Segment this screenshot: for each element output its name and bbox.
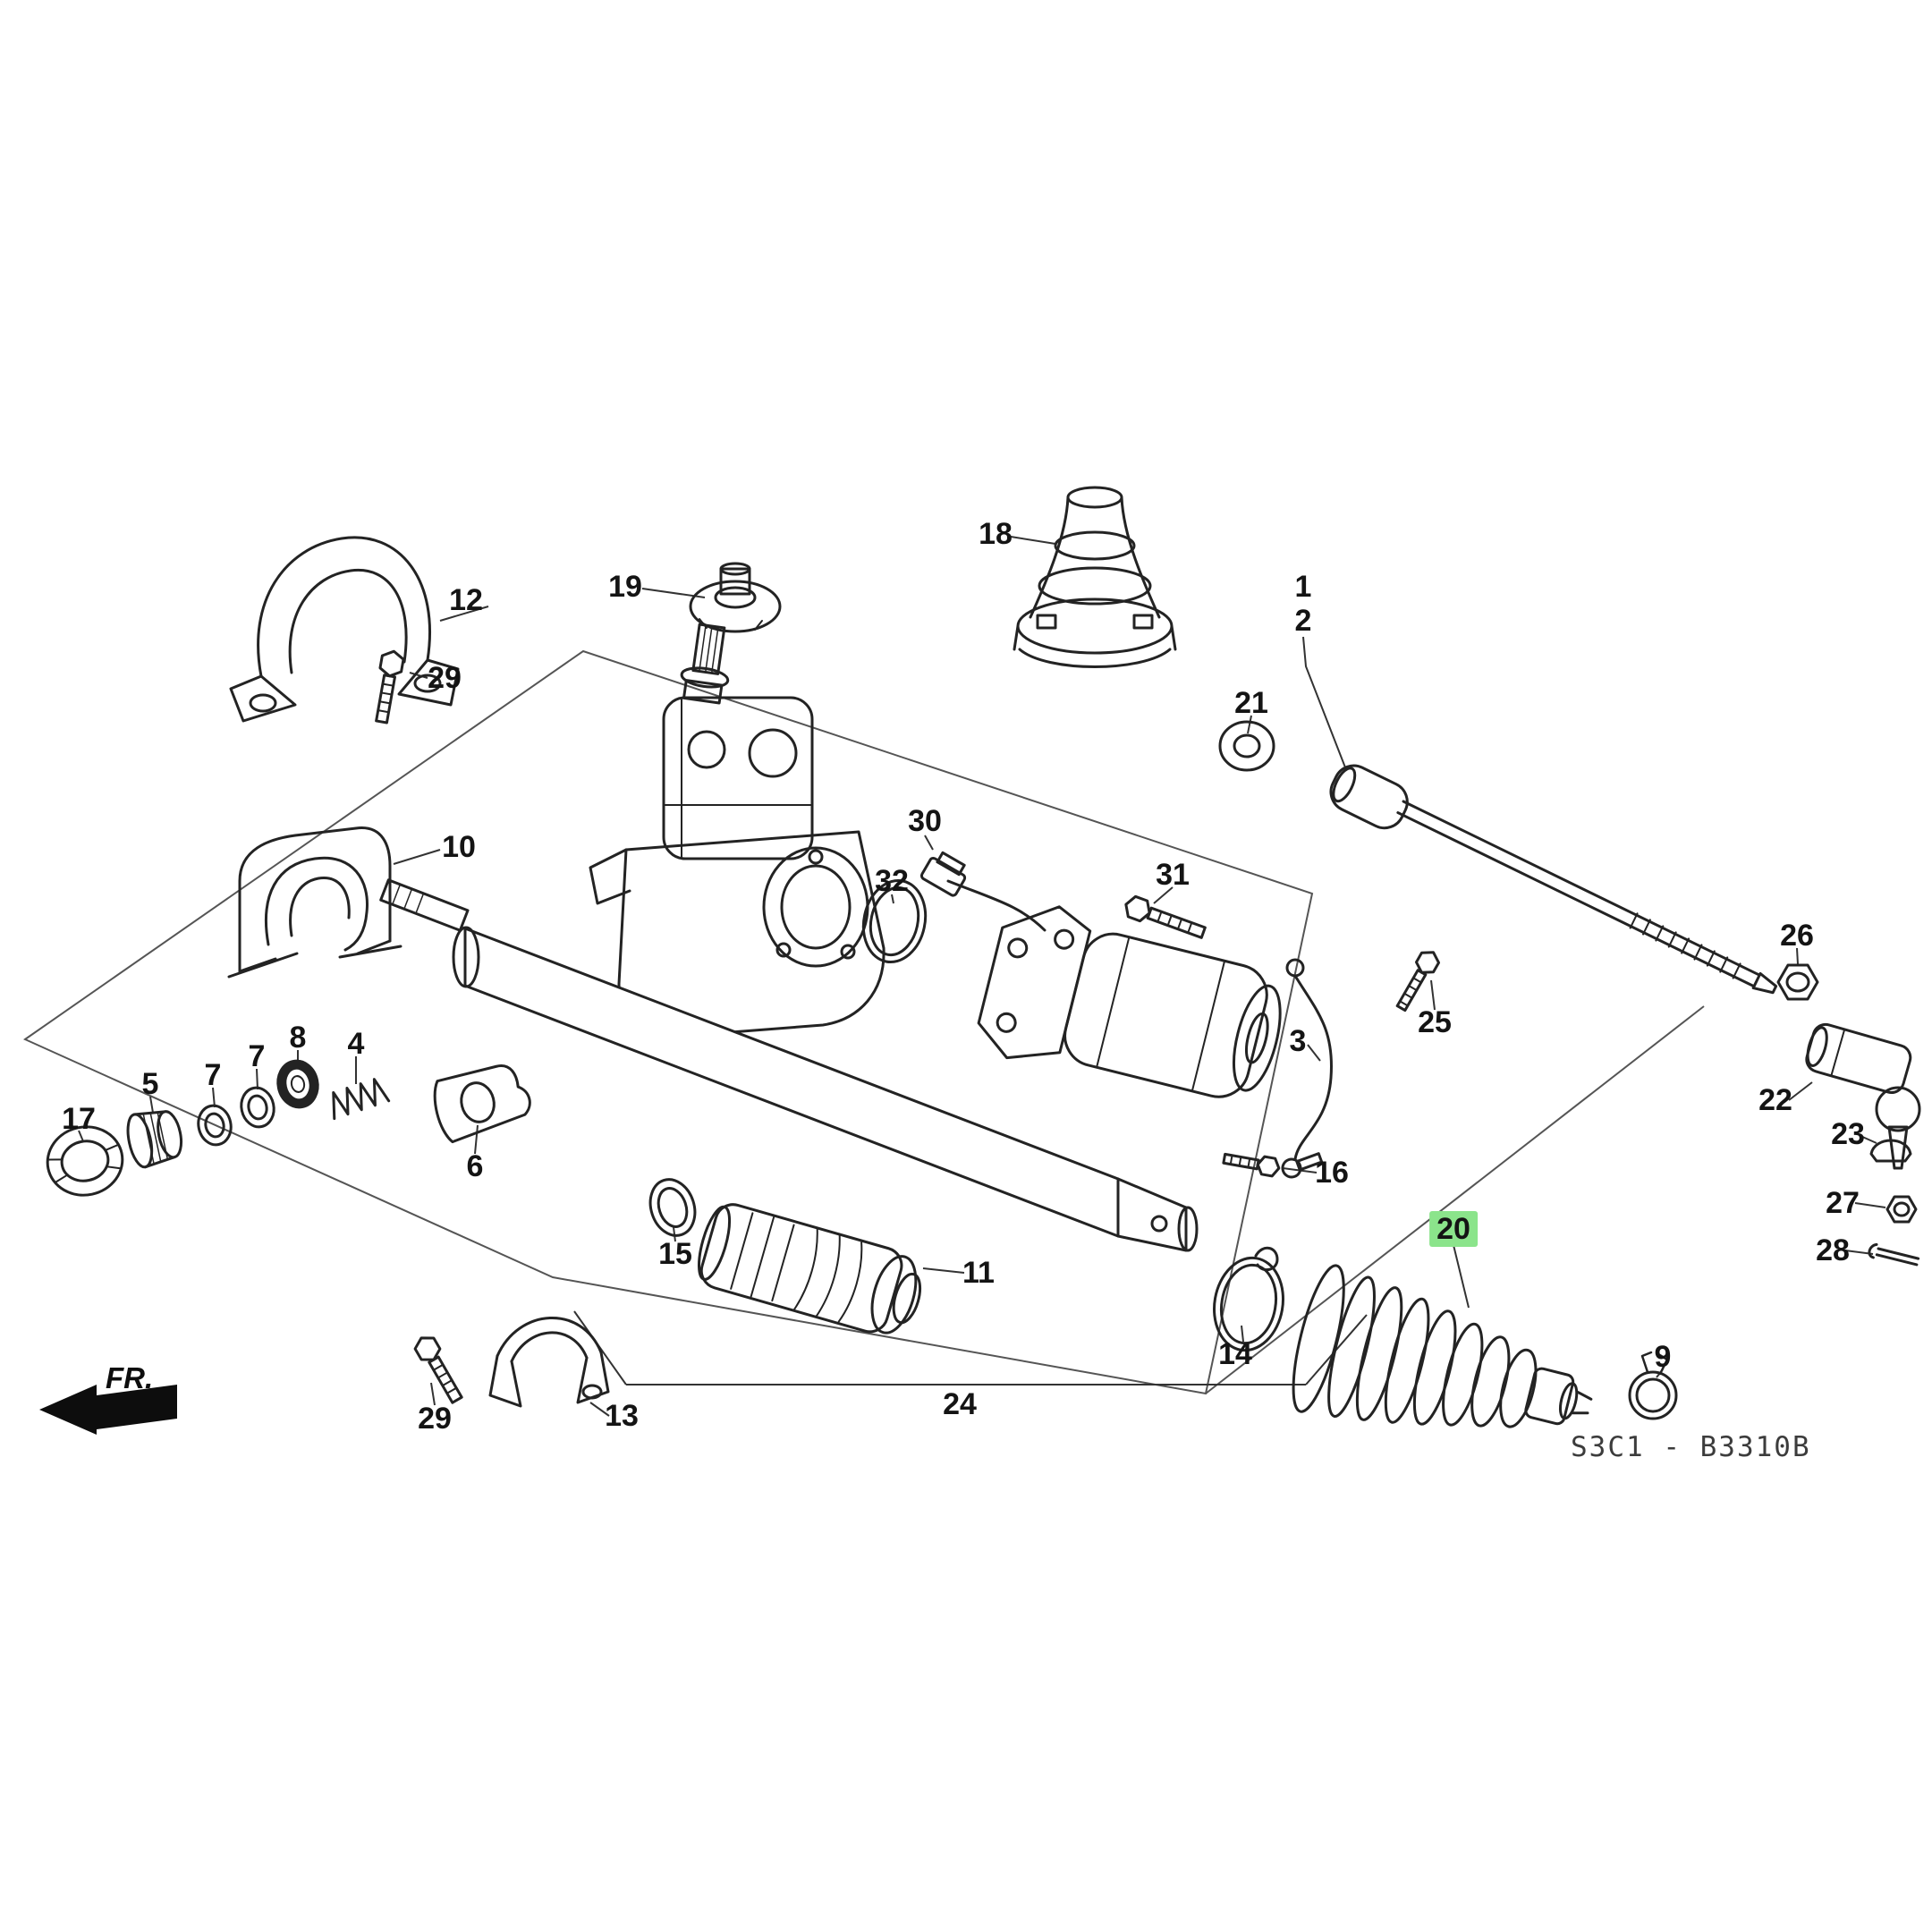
part-callout-32-9: 32: [875, 864, 909, 898]
part-6-grommet-drawing: [433, 1064, 531, 1144]
part-10-bushing-drawing: [227, 826, 402, 979]
part-callout-25-12: 25: [1418, 1005, 1452, 1039]
part-steering-gearbox-drawing: [589, 623, 886, 1039]
part-callout-26-11: 26: [1780, 919, 1814, 953]
part-callout-17-18: 17: [62, 1102, 96, 1136]
part-27-nut-drawing: [1885, 1195, 1918, 1224]
part-callout-24-33: 24: [943, 1387, 977, 1421]
part-3-harness-drawing: [1281, 958, 1334, 1179]
part-callout-7-20: 7: [204, 1058, 222, 1092]
part-31-bolt-drawing: [1124, 894, 1207, 939]
part-9-clamp-drawing: [1628, 1351, 1678, 1420]
front-direction-label: FR.: [106, 1361, 154, 1394]
part-14-o-ring-drawing: [1213, 1246, 1284, 1352]
part-callout-28-17: 28: [1816, 1233, 1850, 1267]
part-13-clamp-drawing: [488, 1317, 610, 1408]
part-22-tie-rod-end-drawing: [1805, 1022, 1921, 1170]
part-23-dust-seal-drawing: [1869, 1139, 1912, 1163]
part-callout-3-13: 3: [1289, 1024, 1307, 1058]
part-callout-18-3: 18: [979, 517, 1013, 551]
part-7-o-ring-drawing: [240, 1086, 275, 1129]
part-callout-8-22: 8: [289, 1021, 307, 1055]
part-callout-19-2: 19: [608, 570, 642, 604]
part-callout-9-30: 9: [1654, 1340, 1672, 1374]
part-21-washer-drawing: [1218, 720, 1275, 772]
part-callout-4-23: 4: [347, 1027, 365, 1061]
diagram-code: S3C1 - B3310B: [1571, 1431, 1811, 1463]
part-20-steering-boot-drawing: [1292, 1264, 1593, 1428]
part-30-motor-drawing: [919, 851, 1282, 1098]
part-32-o-ring-drawing: [861, 878, 928, 964]
part-callout-29-1: 29: [428, 661, 462, 695]
part-7-o-ring-drawing: [197, 1104, 233, 1147]
part-callout-29-32: 29: [418, 1402, 452, 1436]
part-callout-31-10: 31: [1156, 858, 1190, 892]
part-16-bolt-drawing: [1222, 1152, 1281, 1178]
part-1-2-inner-tie-rod-drawing: [1329, 764, 1778, 995]
part-callout-2-5: 2: [1294, 604, 1312, 638]
part-callout-7-21: 7: [248, 1039, 266, 1073]
part-callout-22-14: 22: [1758, 1083, 1792, 1117]
part-8-washer-drawing: [276, 1059, 319, 1109]
part-29-bolt-bottom-drawing: [413, 1336, 463, 1404]
part-28-cotter-pin-drawing: [1868, 1242, 1920, 1267]
part-callout-23-15: 23: [1831, 1117, 1865, 1151]
part-callout-16-25: 16: [1315, 1156, 1349, 1190]
part-18-grommet-drawing: [1013, 486, 1177, 668]
part-19-bushing-drawing: [689, 562, 782, 633]
part-29-bolt-top-drawing: [375, 649, 405, 724]
part-26-nut-drawing: [1776, 963, 1819, 1001]
part-callout-15-27: 15: [658, 1237, 692, 1271]
part-callout-5-19: 5: [141, 1067, 159, 1101]
part-24-rack-drawing: [379, 878, 1199, 1252]
part-callout-20-26: 20: [1429, 1211, 1478, 1247]
perspective-plane: [22, 649, 1705, 1395]
part-callout-1-4: 1: [1294, 570, 1312, 604]
part-callout-12-0: 12: [449, 583, 483, 617]
front-direction-arrow: [39, 1385, 177, 1435]
part-5-plug-drawing: [126, 1110, 183, 1169]
part-11-cylinder-drawing: [698, 1203, 922, 1335]
part-callout-10-7: 10: [442, 830, 476, 864]
part-callout-11-28: 11: [962, 1256, 995, 1290]
part-17-ring-nut-drawing: [46, 1125, 124, 1197]
part-callout-13-31: 13: [605, 1399, 639, 1433]
part-callout-6-24: 6: [466, 1149, 484, 1183]
part-callout-14-29: 14: [1218, 1337, 1252, 1371]
part-callout-27-16: 27: [1826, 1186, 1860, 1220]
part-15-o-ring-drawing: [648, 1178, 697, 1237]
part-4-spring-drawing: [332, 1078, 391, 1121]
part-12-bracket-drawing: [229, 536, 460, 723]
part-25-bolt-drawing: [1395, 951, 1441, 1013]
part-callout-30-8: 30: [908, 804, 942, 838]
part-callout-21-6: 21: [1234, 686, 1268, 720]
